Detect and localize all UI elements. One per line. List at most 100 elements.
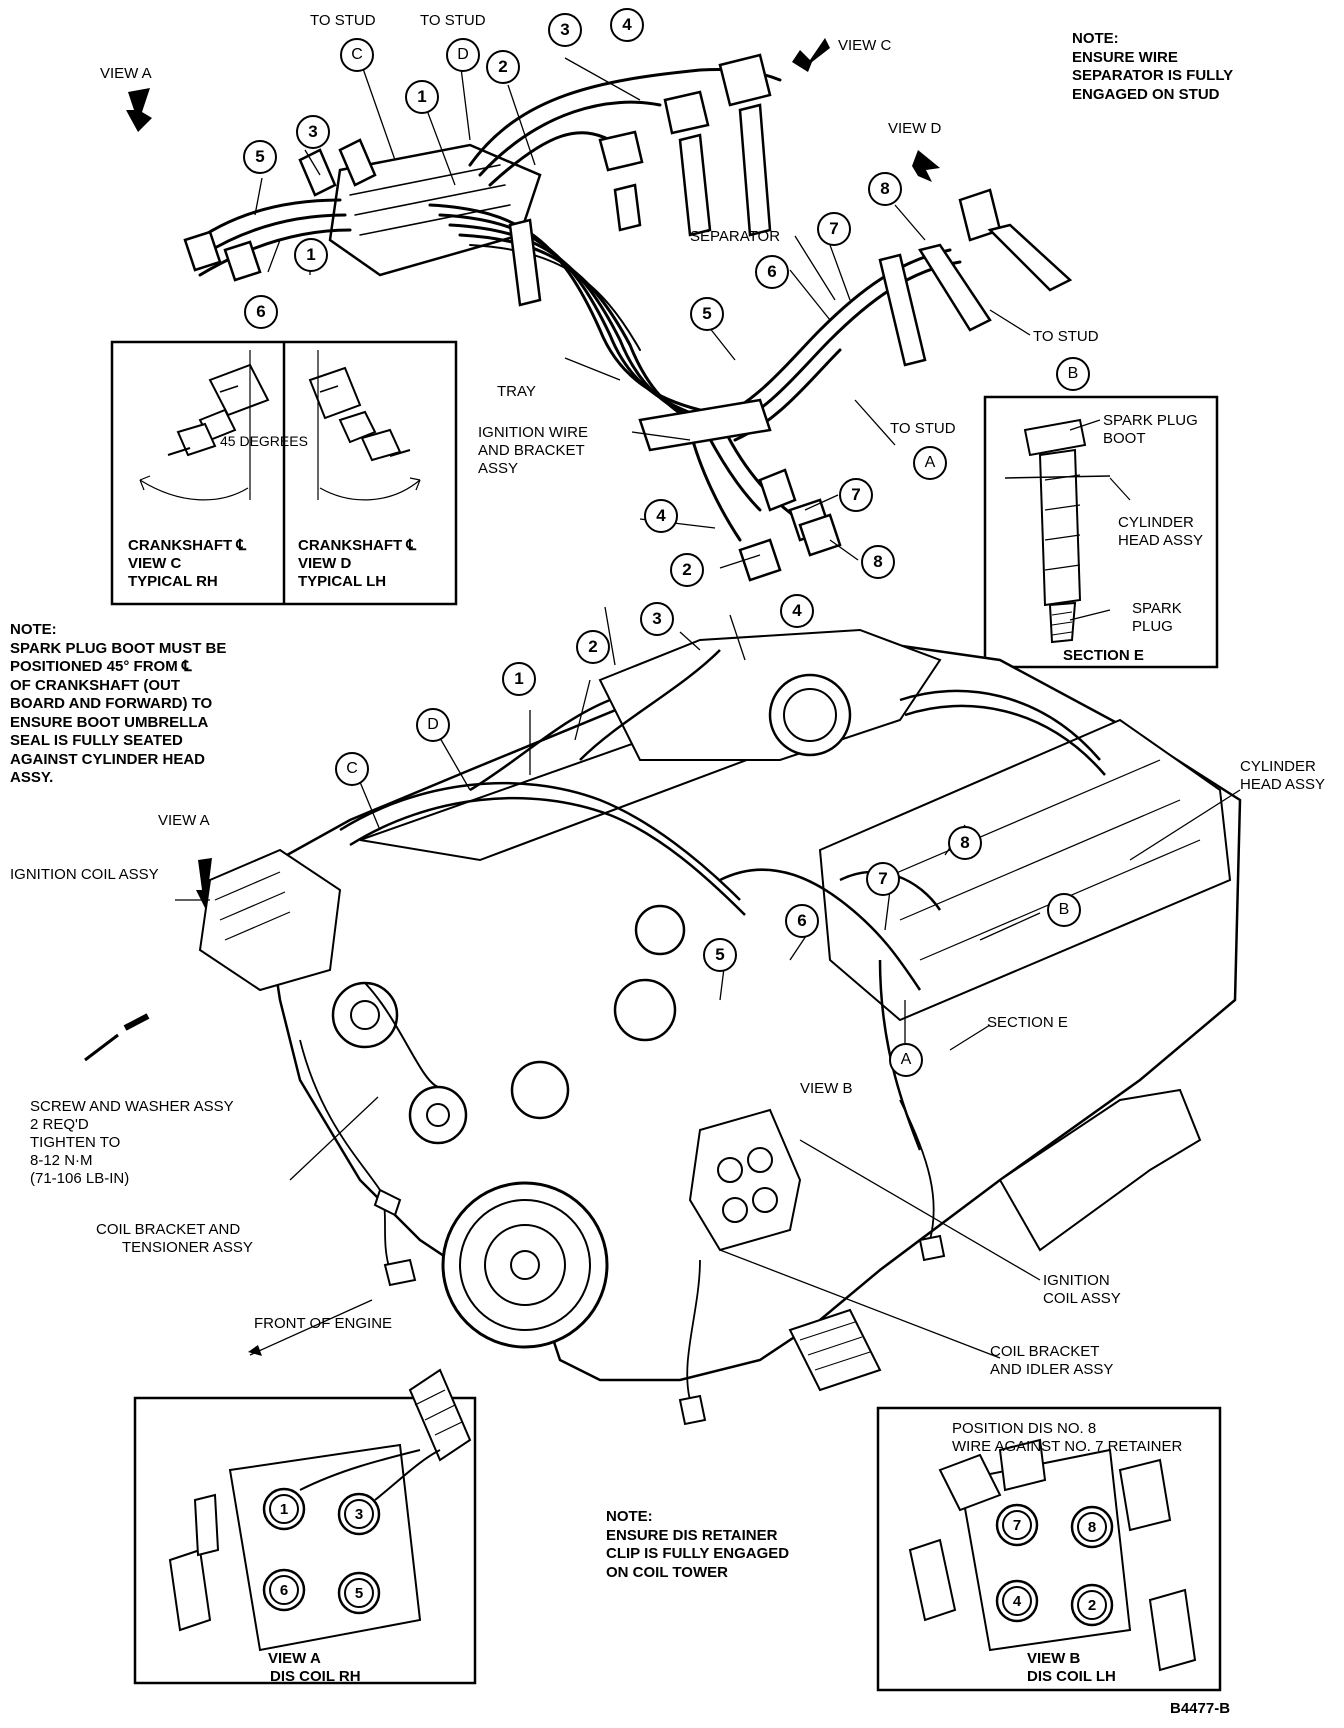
callout-1: 1 (294, 238, 328, 272)
retainer-note: NOTE: ENSURE DIS RETAINER CLIP IS FULLY … (606, 1508, 789, 1582)
to-stud-c-label: TO STUD (310, 12, 376, 29)
view-d-label: VIEW D (888, 120, 942, 137)
section-e-boot-line: SPARK PLUG (1103, 412, 1198, 429)
screw-washer-line: SCREW AND WASHER ASSY (30, 1098, 234, 1115)
section-e-boot-line: BOOT (1103, 430, 1146, 447)
engine-wiring (84, 649, 1106, 1426)
dis-rh-caption-line: VIEW A (268, 1650, 321, 1667)
crank-left-line: CRANKSHAFT ℄ (128, 537, 246, 554)
section-e-engine-label: SECTION E (987, 1014, 1068, 1031)
boot-note-line: ASSY. (10, 769, 54, 786)
screw-washer-line: 2 REQ'D (30, 1116, 89, 1133)
callout-1: 1 (502, 662, 536, 696)
ignition-wire-harness (183, 53, 1073, 582)
callout-a: A (889, 1043, 923, 1077)
callout-b: B (1056, 357, 1090, 391)
dis-lh-tower-4: 4 (1002, 1586, 1032, 1616)
view-c-label: VIEW C (838, 37, 892, 54)
section-e-plug-label: SPARK PLUG (1132, 600, 1182, 636)
callout-3: 3 (640, 602, 674, 636)
to-stud-b-label: TO STUD (1033, 328, 1099, 345)
view-a-top-label: VIEW A (100, 65, 152, 82)
to-stud-a-label: TO STUD (890, 420, 956, 437)
section-e-head-line: HEAD ASSY (1118, 532, 1204, 549)
dis-lh-note-line: WIRE AGAINST NO. 7 RETAINER (952, 1438, 1183, 1455)
crankshaft-view-box (110, 340, 458, 606)
dis-lh-tower-7: 7 (1002, 1510, 1032, 1540)
boot-note-line: SEAL IS FULLY SEATED (10, 732, 183, 749)
callout-b: B (1047, 893, 1081, 927)
callout-5: 5 (243, 140, 277, 174)
crank-left-line: TYPICAL RH (128, 573, 218, 590)
callout-2: 2 (670, 553, 704, 587)
front-of-engine-label: FRONT OF ENGINE (254, 1315, 393, 1332)
coil-tensioner-label: COIL BRACKET AND TENSIONER ASSY (96, 1221, 253, 1257)
boot-note-line: OF CRANKSHAFT (OUT (10, 676, 180, 694)
callout-4: 4 (610, 8, 644, 42)
callout-8: 8 (868, 172, 902, 206)
dis-lh-caption-line: VIEW B (1027, 1650, 1081, 1667)
coil-tensioner-line: TENSIONER ASSY (122, 1239, 253, 1256)
section-e-head-line: CYLINDER (1118, 514, 1194, 531)
section-e-title: SECTION E (1063, 647, 1144, 664)
dis-rh-tower-5: 5 (344, 1578, 374, 1608)
callout-3: 3 (548, 13, 582, 47)
ignition-coil-right-line: IGNITION (1043, 1272, 1110, 1289)
top-leader-lines (254, 57, 1031, 569)
callout-1: 1 (405, 80, 439, 114)
callout-c: C (340, 38, 374, 72)
ignition-wire-label-line: IGNITION WIRE (478, 424, 588, 441)
boot-note-line: BOARD AND FORWARD) TO (10, 695, 213, 712)
crank-box-left-caption: CRANKSHAFT ℄ VIEW C TYPICAL RH (128, 537, 246, 591)
ignition-wire-label-line: AND BRACKET (478, 442, 585, 459)
callout-4: 4 (644, 499, 678, 533)
retainer-note-line: ENSURE DIS RETAINER (606, 1526, 778, 1544)
separator-note-line: ENSURE WIRE (1072, 48, 1178, 66)
dis-lh-note-line: POSITION DIS NO. 8 (952, 1420, 1097, 1437)
callout-3: 3 (296, 115, 330, 149)
view-a-engine-label: VIEW A (158, 812, 210, 829)
separator-note-line: ENGAGED ON STUD (1072, 85, 1220, 103)
ignition-coil-left-label: IGNITION COIL ASSY (10, 866, 159, 883)
dis-rh-caption: VIEW A DIS COIL RH (268, 1650, 361, 1686)
retainer-note-line: NOTE: (606, 1508, 653, 1525)
cylinder-head-line: HEAD ASSY (1240, 776, 1326, 793)
boot-note-line: ENSURE BOOT UMBRELLA (10, 713, 209, 731)
section-e-boot-label: SPARK PLUG BOOT (1103, 412, 1198, 448)
dis-rh-caption-line: DIS COIL RH (270, 1668, 361, 1685)
dis-lh-caption-line: DIS COIL LH (1027, 1668, 1116, 1685)
boot-note-line: NOTE: (10, 621, 57, 638)
engine-body (198, 628, 1242, 1392)
callout-5: 5 (703, 938, 737, 972)
screw-washer-line: 8-12 N·m (30, 1152, 93, 1169)
callout-c: C (335, 752, 369, 786)
crank-right-line: VIEW D (298, 555, 352, 572)
dis-lh-note: POSITION DIS NO. 8 WIRE AGAINST NO. 7 RE… (952, 1420, 1182, 1456)
boot-note-line: AGAINST CYLINDER HEAD (10, 750, 206, 768)
callout-d: D (446, 38, 480, 72)
ignition-wire-label-line: ASSY (478, 460, 519, 477)
callout-8: 8 (861, 545, 895, 579)
crank-left-line: VIEW C (128, 555, 182, 572)
section-e-box (983, 395, 1219, 669)
dis-rh-box (133, 1368, 477, 1685)
callout-6: 6 (244, 295, 278, 329)
separator-note-line: NOTE: (1072, 30, 1119, 47)
screw-washer-label: SCREW AND WASHER ASSY 2 REQ'D TIGHTEN TO… (30, 1098, 234, 1188)
callout-8: 8 (948, 826, 982, 860)
callout-6: 6 (755, 255, 789, 289)
degrees-label: 45 DEGREES (220, 433, 308, 449)
section-e-plug-line: PLUG (1132, 618, 1173, 635)
callout-6: 6 (785, 904, 819, 938)
crank-right-line: CRANKSHAFT ℄ (298, 537, 416, 554)
coil-idler-label: COIL BRACKET AND IDLER ASSY (990, 1343, 1113, 1379)
boot-note-line: SPARK PLUG BOOT MUST BE (10, 639, 227, 657)
coil-idler-line: AND IDLER ASSY (990, 1361, 1114, 1378)
callout-5: 5 (690, 297, 724, 331)
figure-id: B4477-B (1170, 1700, 1231, 1717)
callout-7: 7 (817, 212, 851, 246)
view-b-engine-label: VIEW B (800, 1080, 853, 1097)
callout-a: A (913, 446, 947, 480)
